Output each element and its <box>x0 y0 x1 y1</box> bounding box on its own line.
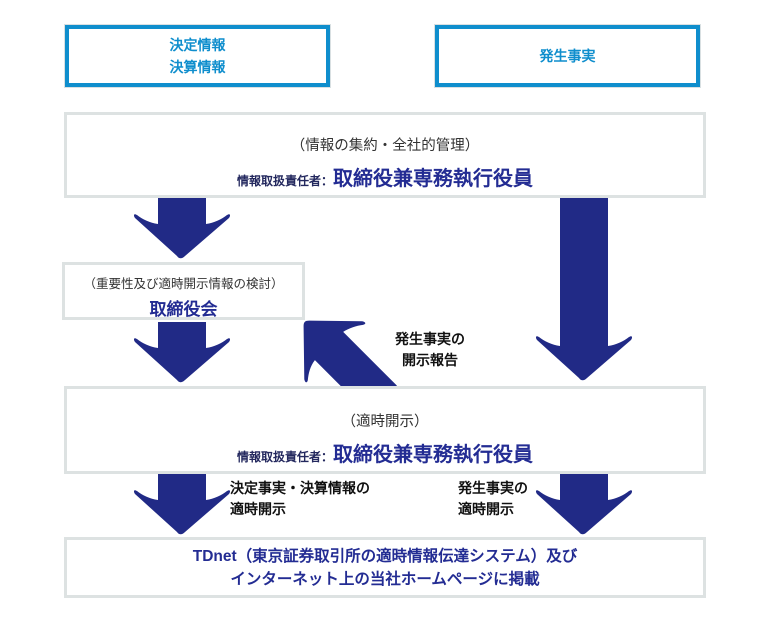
decision-info-line2: 決算情報 <box>169 59 226 75</box>
down-arrow-icon <box>132 198 232 260</box>
aggregation-role-value: 取締役兼専務執行役員 <box>333 168 533 190</box>
board-of-directors-box: （重要性及び適時開示情報の検討） 取締役会 <box>62 262 305 320</box>
occurrence-fact-box: 発生事実 <box>434 24 701 88</box>
disclosure-subtitle: （適時開示） <box>341 414 429 430</box>
disclosure-role-line: 情報取扱責任者：取締役兼専務執行役員 <box>67 438 703 467</box>
aggregation-subtitle: （情報の集約・全社的管理） <box>290 138 480 154</box>
decision-info-line1: 決定情報 <box>169 37 226 53</box>
timely-disclosure-right-label: 発生事実の 適時開示 <box>458 478 528 520</box>
timely-disclosure-left-label: 決定事実・決算情報の 適時開示 <box>230 478 370 520</box>
publication-line2: インターネット上の当社ホームページに掲載 <box>230 570 540 588</box>
timely-left-line1: 決定事実・決算情報の <box>230 480 370 496</box>
publication-line1: TDnet（東京証券取引所の適時情報伝達システム）及び <box>192 547 578 565</box>
report-arrow-label: 発生事実の 開示報告 <box>368 329 492 371</box>
aggregation-role-label: 情報取扱責任者： <box>236 174 333 188</box>
down-arrow-icon <box>132 322 232 384</box>
information-aggregation-box: （情報の集約・全社的管理） 情報取扱責任者：取締役兼専務執行役員 <box>64 112 706 198</box>
long-down-arrow-icon <box>534 198 634 382</box>
timely-left-line2: 適時開示 <box>230 501 286 517</box>
decision-info-box: 決定情報 決算情報 <box>64 24 331 88</box>
occurrence-fact-label: 発生事実 <box>539 48 596 64</box>
report-arrow-label-line1: 発生事実の <box>395 331 465 347</box>
down-arrow-icon <box>132 474 232 536</box>
report-arrow-label-line2: 開示報告 <box>402 352 458 368</box>
aggregation-role-line: 情報取扱責任者：取締役兼専務執行役員 <box>67 162 703 191</box>
disclosure-role-value: 取締役兼専務執行役員 <box>333 444 533 466</box>
down-arrow-icon <box>534 474 634 536</box>
timely-right-line1: 発生事実の <box>458 480 528 496</box>
disclosure-role-label: 情報取扱責任者： <box>236 450 333 464</box>
board-title: 取締役会 <box>149 300 218 319</box>
board-subtitle: （重要性及び適時開示情報の検討） <box>83 277 284 291</box>
timely-disclosure-box: （適時開示） 情報取扱責任者：取締役兼専務執行役員 <box>64 386 706 474</box>
timely-right-line2: 適時開示 <box>458 501 514 517</box>
publication-box: TDnet（東京証券取引所の適時情報伝達システム）及び インターネット上の当社ホ… <box>64 537 706 598</box>
